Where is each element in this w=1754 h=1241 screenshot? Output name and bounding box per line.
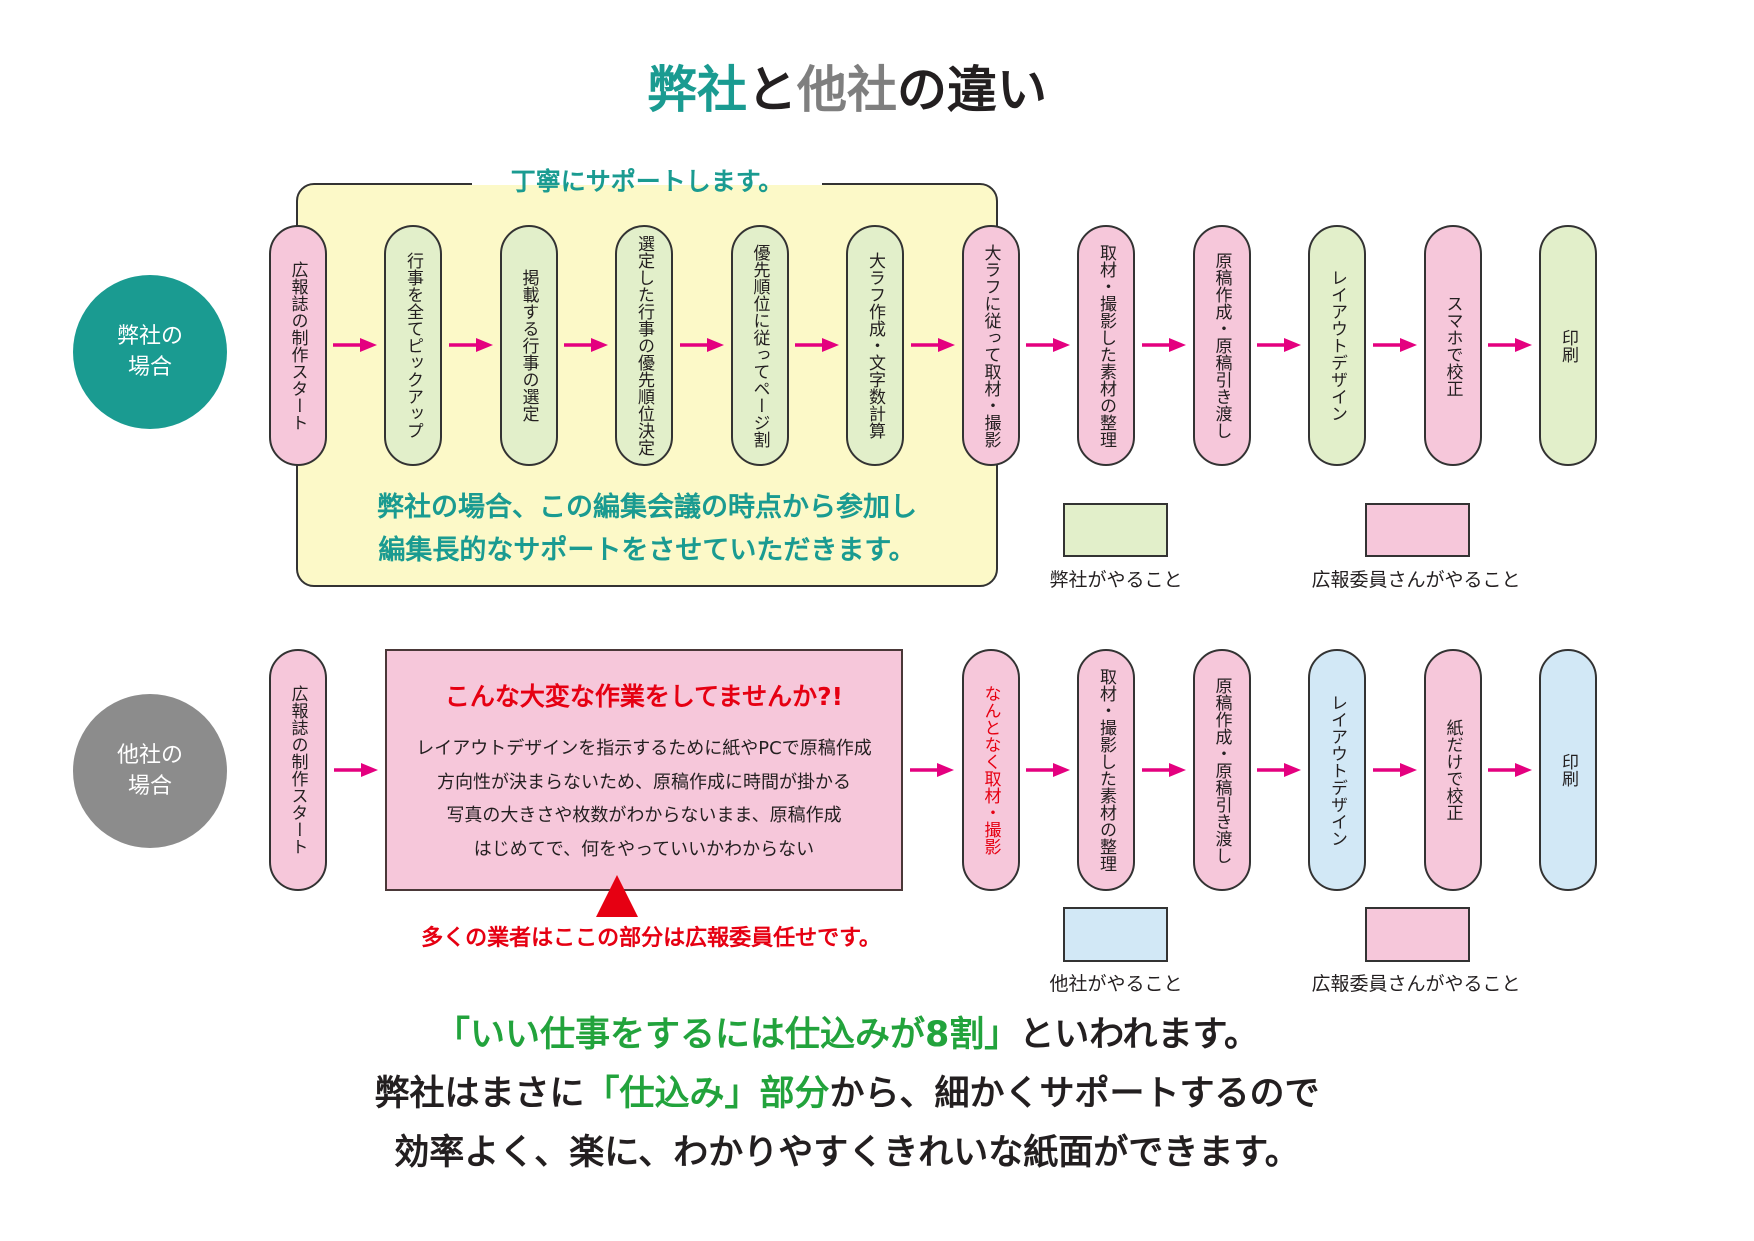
step-label: 原稿作成・原稿引き渡し: [1211, 252, 1232, 439]
ours-step-pill: 掲載する行事の選定: [499, 225, 558, 466]
others-step-pill: 原稿作成・原稿引き渡し: [1192, 649, 1251, 891]
step-label: 取材・撮影した素材の整理: [1096, 243, 1116, 448]
arrow-right-icon: [1488, 763, 1532, 777]
step-label: 取材・撮影した素材の整理: [1096, 668, 1116, 872]
support-note: 弊社の場合、この編集会議の時点から参加し 編集長的なサポートをさせていただきます…: [296, 486, 998, 572]
title-our-company: 弊社: [647, 61, 747, 119]
title-other-company: 他社: [797, 61, 897, 119]
others-step-pill: なんとなく取材・撮影: [961, 649, 1020, 891]
warning-caption: 多くの業者はここの部分は広報委員任せです。: [421, 926, 881, 951]
conclusion-highlight: 「いい仕事をするには仕込みが8割」: [434, 1015, 1020, 1055]
step-label: 行事を全てピックアップ: [403, 252, 423, 439]
support-label: 丁寧にサポートします。: [472, 165, 822, 201]
other-company-badge: 他社の 場合: [73, 694, 227, 848]
badge-line: 場合: [127, 355, 172, 380]
step-label: 掲載する行事の選定: [518, 269, 539, 422]
title-rest: の違い: [897, 61, 1047, 119]
step-label: 広報誌の制作スタート: [287, 260, 308, 431]
conclusion-line-3: 効率よく、楽に、わかりやすくきれいな紙面ができます。: [394, 1133, 1300, 1173]
support-note-line: 弊社の場合、この編集会議の時点から参加し: [377, 492, 917, 523]
legend-swatch-committee: [1365, 907, 1470, 962]
problem-title: こんな大変な作業をしてませんか?!: [444, 682, 844, 711]
legend-label-committee: 広報委員さんがやること: [1311, 569, 1521, 591]
problem-item: レイアウトデザインを指示するために紙やPCで原稿作成: [416, 738, 872, 759]
arrow-right-icon: [1142, 763, 1186, 777]
arrow-right-icon: [1142, 338, 1186, 352]
conclusion-line-1: 「いい仕事をするには仕込みが8割」といわれます。: [147, 1006, 1547, 1065]
page-title: 弊社と他社の違い: [147, 60, 1547, 120]
legend-label-ours: 弊社がやること: [1049, 569, 1183, 591]
badge-line: 場合: [127, 774, 172, 799]
ours-step-pill: 優先順位に従ってページ割: [730, 225, 789, 466]
ours-step-pill: 大ラフに従って取材・撮影: [961, 225, 1020, 466]
problem-box: こんな大変な作業をしてませんか?! レイアウトデザインを指示するために紙やPCで…: [385, 649, 903, 891]
conclusion-text: 弊社はまさに: [374, 1074, 585, 1114]
arrow-right-icon: [1373, 763, 1417, 777]
step-label: レイアウトデザイン: [1327, 693, 1347, 847]
ours-step-pill: 取材・撮影した素材の整理: [1077, 225, 1135, 466]
ours-step-pill: 広報誌の制作スタート: [268, 225, 327, 466]
step-label: 大ラフに従って取材・撮影: [980, 243, 1001, 448]
step-label: スマホで校正: [1442, 294, 1463, 397]
arrow-right-icon: [564, 338, 608, 352]
legend-swatch-committee: [1365, 503, 1470, 557]
ours-step-pill: 行事を全てピックアップ: [384, 225, 442, 466]
step-label: なんとなく取材・撮影: [980, 685, 1001, 855]
step-label: 印刷: [1558, 328, 1578, 363]
problem-list: レイアウトデザインを指示するために紙やPCで原稿作成 方向性が決まらないため、原…: [387, 732, 901, 866]
conclusion-highlight: 「仕込み」部分: [584, 1074, 830, 1114]
badge-line: 他社の: [116, 743, 183, 768]
ours-step-pill: 印刷: [1539, 225, 1597, 466]
legend-swatch-others: [1063, 907, 1168, 962]
others-step-pill: 紙だけで校正: [1423, 649, 1482, 891]
ours-step-pill: 選定した行事の優先順位決定: [615, 225, 673, 466]
step-label: 優先順位に従ってページ割: [749, 243, 770, 448]
support-note-line: 編集長的なサポートをさせていただきます。: [378, 535, 916, 566]
legend-label-others: 他社がやること: [1049, 973, 1183, 995]
problem-item: 写真の大きさや枚数がわからないまま、原稿作成: [446, 805, 842, 826]
warning-triangle-icon: [596, 875, 638, 917]
conclusion-line-2: 弊社はまさに「仕込み」部分から、細かくサポートするので: [147, 1065, 1547, 1124]
our-company-badge: 弊社の 場合: [73, 275, 227, 429]
arrow-right-icon: [680, 338, 724, 352]
arrow-right-icon: [449, 338, 493, 352]
problem-item: はじめてで、何をやっていいかわからない: [473, 838, 815, 860]
others-step-pill: 広報誌の制作スタート: [268, 649, 327, 891]
arrow-right-icon: [1257, 763, 1301, 777]
others-step-pill: 印刷: [1539, 649, 1597, 891]
legend-label-committee: 広報委員さんがやること: [1311, 973, 1521, 995]
others-step-pill: 取材・撮影した素材の整理: [1077, 649, 1135, 891]
step-label: 印刷: [1558, 753, 1578, 787]
ours-step-pill: 原稿作成・原稿引き渡し: [1192, 225, 1251, 466]
arrow-right-icon: [1488, 338, 1532, 352]
step-label: 紙だけで校正: [1442, 719, 1463, 821]
others-step-pill: レイアウトデザイン: [1308, 649, 1366, 891]
ours-step-pill: レイアウトデザイン: [1308, 225, 1366, 466]
arrow-right-icon: [1026, 763, 1070, 777]
step-label: レイアウトデザイン: [1327, 269, 1347, 422]
arrow-right-icon: [795, 338, 839, 352]
arrow-right-icon: [911, 338, 955, 352]
conclusion: 「いい仕事をするには仕込みが8割」といわれます。 弊社はまさに「仕込み」部分から…: [147, 1006, 1547, 1183]
step-label: 選定した行事の優先順位決定: [634, 235, 654, 456]
ours-step-pill: スマホで校正: [1423, 225, 1482, 466]
ours-step-pill: 大ラフ作成・文字数計算: [846, 225, 904, 466]
conclusion-text: から、細かくサポートするので: [829, 1074, 1320, 1114]
arrow-right-icon: [333, 338, 377, 352]
problem-item: 方向性が決まらないため、原稿作成に時間が掛かる: [437, 771, 851, 793]
title-and: と: [747, 61, 797, 119]
step-label: 原稿作成・原稿引き渡し: [1211, 676, 1232, 864]
conclusion-text: といわれます。: [1019, 1015, 1260, 1055]
step-label: 広報誌の制作スタート: [287, 685, 308, 855]
badge-line: 弊社の: [116, 324, 183, 349]
arrow-right-icon: [1373, 338, 1417, 352]
arrow-right-icon: [910, 763, 954, 777]
step-label: 大ラフ作成・文字数計算: [865, 252, 885, 439]
arrow-right-icon: [1026, 338, 1070, 352]
arrow-right-icon: [334, 763, 378, 777]
legend-swatch-ours: [1063, 503, 1168, 557]
arrow-right-icon: [1257, 338, 1301, 352]
